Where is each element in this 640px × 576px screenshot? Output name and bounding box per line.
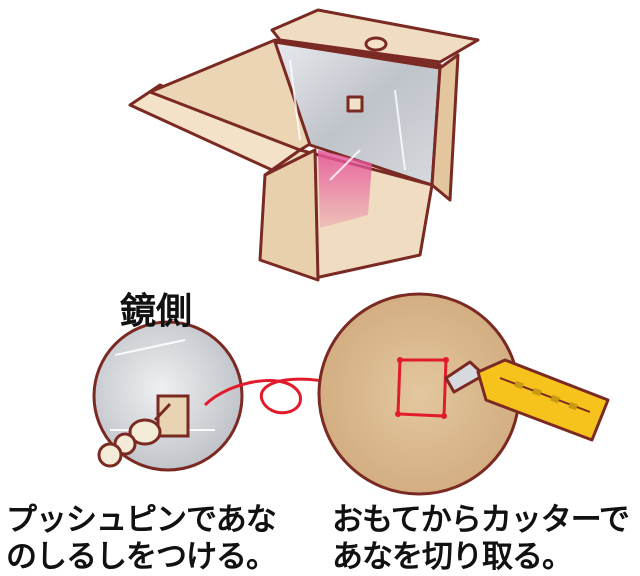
mirror-side-circle (92, 320, 244, 472)
caption-left: プッシュピンであな のしるしをつける。 (6, 502, 277, 576)
caption-left-line-1: プッシュピンであな (6, 502, 277, 538)
pin-mark-square (156, 394, 190, 438)
push-pin-icon (97, 402, 172, 468)
red-arrow (203, 377, 361, 415)
caption-left-line-2: のしるしをつける。 (6, 539, 277, 575)
cutter-body (476, 358, 610, 442)
mirror-shine (289, 59, 406, 181)
cutter-knife-icon (444, 358, 610, 442)
caption-right-line-2: あなを切り取る。 (332, 539, 573, 575)
viewing-window (318, 150, 372, 228)
cardboard-box (128, 8, 480, 282)
pin-hole-mark (346, 95, 364, 113)
box-right-panel (430, 53, 460, 202)
caption-right-line-1: おもてからカッターで (332, 502, 630, 538)
push-pin-top (364, 36, 388, 52)
caption-right: おもてからカッターで あなを切り取る。 (332, 502, 630, 576)
box-top-flap (270, 8, 480, 64)
box-front-left (258, 148, 320, 282)
mirror-side-label: 鏡側 (120, 291, 193, 332)
